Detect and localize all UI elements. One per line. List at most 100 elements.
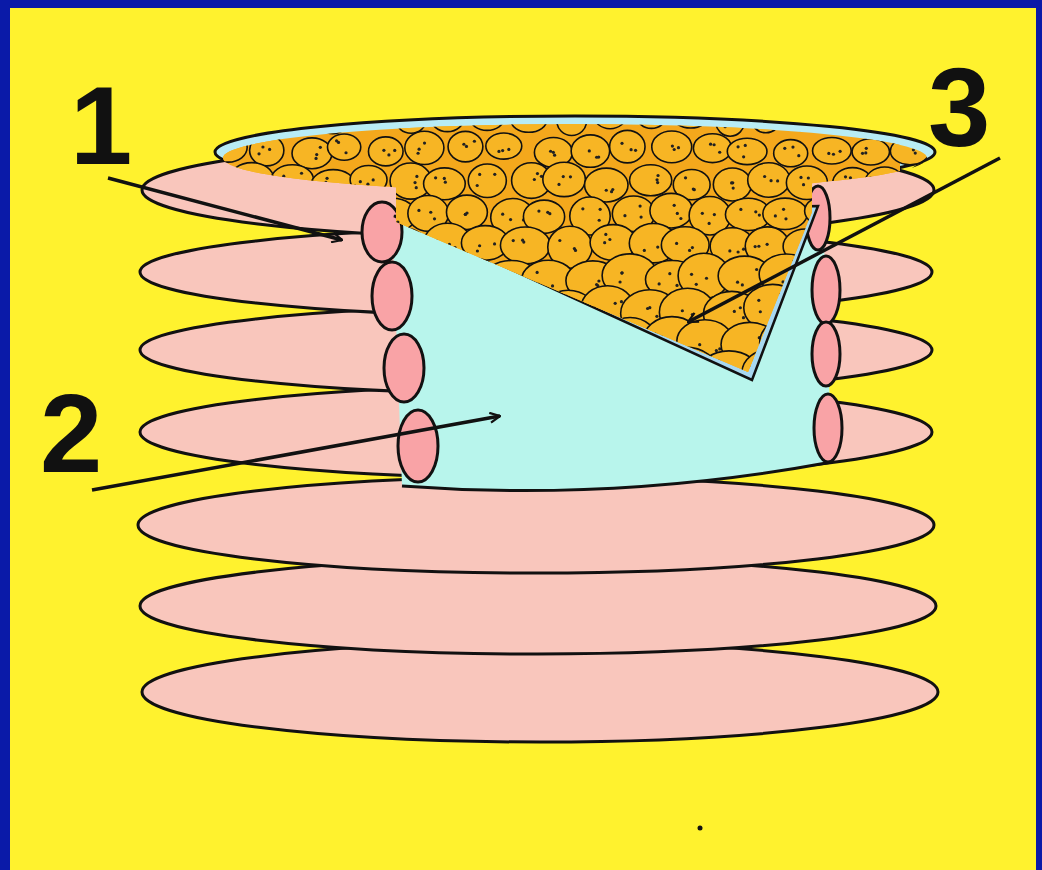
cell [822, 286, 876, 329]
cell [350, 165, 387, 194]
cell [820, 350, 886, 398]
cell [652, 131, 692, 163]
cell [218, 290, 272, 335]
cell [230, 163, 274, 195]
cell [209, 133, 247, 163]
cell [774, 352, 838, 402]
cell [865, 167, 905, 199]
cell [522, 319, 578, 369]
cell [494, 349, 560, 399]
cell [486, 133, 522, 159]
cell [877, 315, 933, 363]
cell [430, 102, 464, 132]
cell [803, 319, 859, 369]
cell [379, 350, 445, 398]
cell [751, 104, 780, 133]
cell [805, 195, 852, 227]
cell [774, 140, 808, 167]
cell [898, 351, 962, 400]
cell [748, 163, 790, 198]
cell [783, 290, 835, 331]
cell [874, 104, 909, 130]
cell [833, 168, 873, 199]
cell [482, 313, 540, 362]
cell [610, 130, 645, 162]
leader-lines [92, 158, 1000, 490]
cutaway-edge [402, 462, 832, 491]
dot [698, 826, 703, 831]
cell [459, 288, 514, 334]
cell [620, 353, 682, 402]
cell [713, 168, 751, 201]
cell [448, 131, 483, 162]
cell [854, 347, 921, 400]
cell [378, 288, 436, 332]
cell [650, 193, 693, 228]
cell [342, 349, 403, 402]
cell [727, 138, 767, 164]
cell [673, 104, 709, 128]
cell [541, 350, 602, 402]
cell [203, 314, 263, 364]
callout-number: 1 [70, 70, 132, 182]
cell [571, 135, 609, 167]
cell [204, 258, 259, 295]
cell [368, 137, 403, 166]
cell [295, 346, 359, 398]
cell [637, 104, 666, 128]
cell [414, 348, 479, 395]
cell [557, 107, 587, 136]
cell [630, 165, 672, 196]
cell [886, 258, 940, 302]
cell [353, 321, 415, 370]
cell [311, 170, 355, 201]
cell [500, 227, 550, 264]
cell [787, 108, 823, 131]
cell [417, 288, 472, 331]
cell [225, 226, 274, 264]
cell [651, 347, 718, 396]
cell [326, 257, 379, 295]
cell [404, 255, 455, 297]
cell [327, 199, 374, 236]
cell [381, 228, 428, 268]
rings [138, 142, 938, 742]
cell [435, 320, 493, 365]
cell [890, 137, 929, 164]
cell [350, 104, 385, 129]
cell [228, 109, 259, 133]
cell [213, 349, 277, 403]
cell [250, 135, 284, 166]
cell [240, 320, 300, 366]
cell [837, 316, 896, 365]
cell [559, 319, 616, 364]
cell [256, 285, 312, 331]
cell [907, 163, 948, 196]
cell [237, 256, 290, 298]
cell [498, 289, 551, 337]
cell [277, 317, 334, 363]
cell [786, 166, 827, 199]
cell [405, 323, 462, 370]
cell [594, 102, 626, 129]
cell [268, 228, 314, 270]
cell [273, 107, 308, 131]
cell [760, 318, 818, 369]
cell [302, 286, 361, 334]
cell [828, 107, 864, 133]
cell [327, 134, 360, 160]
cell [405, 131, 444, 164]
cell [907, 228, 952, 265]
cell [742, 349, 802, 397]
callout-number: 3 [928, 52, 990, 164]
cell [314, 320, 374, 363]
cell [338, 229, 390, 263]
cutaway-lumen [392, 188, 832, 491]
cell [342, 285, 402, 329]
cell [860, 290, 917, 337]
cell [292, 138, 332, 169]
cells [200, 100, 962, 403]
cell [271, 165, 313, 195]
cell [361, 259, 416, 304]
